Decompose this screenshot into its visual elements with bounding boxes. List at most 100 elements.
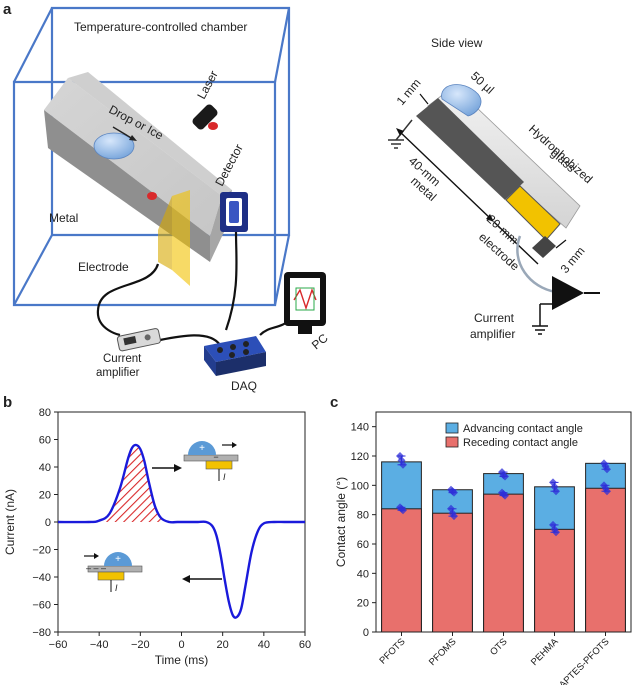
data-point: [399, 506, 407, 515]
bar-receding: [483, 493, 524, 633]
substrate: [183, 454, 239, 462]
y-tick-label: 80: [39, 407, 51, 419]
legend-advancing: Advancing contact angle: [463, 423, 583, 435]
y-tick-label: 40: [357, 568, 369, 580]
data-point: [552, 528, 560, 537]
y-tick-label: −80: [32, 627, 51, 639]
bar-receding: [585, 487, 626, 633]
data-point: [501, 491, 509, 500]
link-arrowhead-bottom: [182, 575, 190, 583]
x-tick-label: PFOTS: [377, 636, 407, 666]
panel-c-ylabel: Contact angle (°): [334, 477, 348, 567]
y-tick-label: 60: [39, 435, 51, 447]
x-tick-label: −60: [49, 639, 68, 651]
drop: [93, 132, 135, 160]
charge-sign: −: [213, 452, 218, 462]
y-tick-label: 140: [351, 422, 369, 434]
x-tick-label: −40: [90, 639, 109, 651]
current-line: [57, 443, 305, 619]
panel-b-label: b: [3, 394, 12, 411]
chamber-title: Temperature-controlled chamber: [74, 20, 247, 34]
wires: [96, 231, 293, 346]
data-point: [450, 512, 458, 521]
charge-sign: – – –: [86, 563, 106, 573]
pc-icon: [284, 272, 326, 334]
plus-sign: +: [199, 443, 205, 454]
data-point: [552, 487, 560, 496]
panel-c-legend: Advancing contact angle Receding contact…: [445, 422, 583, 449]
x-tick-label: APTES-PFOTS: [557, 636, 611, 685]
y-tick-label: 0: [363, 627, 369, 639]
panel-a: a Temperature-controlled chamber Drop or…: [3, 1, 600, 393]
three-mm-label: 3 mm: [558, 244, 588, 276]
y-tick-label: 20: [39, 490, 51, 502]
y-tick-label: 20: [357, 598, 369, 610]
drop-shape: [104, 552, 132, 566]
arrowhead: [94, 553, 99, 559]
pc-label: PC: [309, 331, 331, 353]
legend-receding: Receding contact angle: [463, 437, 578, 449]
electrode-block: [205, 460, 233, 470]
current-amplifier-icon: [116, 328, 161, 352]
chamber-box: [12, 6, 291, 307]
one-mm-label: 1 mm: [394, 76, 424, 108]
side-view-diagram: [388, 84, 600, 335]
detector-icon: [220, 192, 248, 232]
positive-peak-fill: [99, 445, 161, 522]
plus-sign: +: [115, 554, 121, 565]
panel-a-label: a: [3, 1, 12, 18]
amplifier-label-2: amplifier: [96, 367, 140, 379]
electrode-block: [97, 571, 125, 581]
y-tick-label: 100: [351, 480, 369, 492]
data-point: [603, 487, 611, 496]
bar-receding: [381, 508, 422, 633]
y-tick-label: −20: [32, 545, 51, 557]
y-tick-label: −40: [32, 572, 51, 584]
y-tick-label: 0: [45, 517, 51, 529]
current-symbol: I: [223, 472, 226, 482]
laser-icon: [192, 104, 218, 130]
electrode-strip: [172, 190, 190, 286]
daq-label: DAQ: [231, 379, 257, 393]
y-tick-label: 40: [39, 462, 51, 474]
laser-label: Laser: [194, 68, 220, 101]
x-tick-label: OTS: [488, 636, 510, 658]
y-tick-label: 60: [357, 539, 369, 551]
current-symbol: I: [115, 583, 118, 593]
x-tick-label: 40: [258, 639, 270, 651]
bar-receding: [432, 512, 473, 633]
daq-icon: [204, 336, 266, 376]
detector-label: Detector: [212, 142, 246, 189]
y-tick-label: 120: [351, 451, 369, 463]
drop-shape: [188, 441, 216, 455]
link-arrowhead-top: [174, 464, 182, 472]
x-tick-label: 20: [217, 639, 229, 651]
panel-c-label: c: [330, 394, 338, 411]
side-amplifier-label-1: Current: [474, 311, 515, 325]
x-tick-label: −20: [131, 639, 150, 651]
arrowhead: [232, 442, 237, 448]
bar-receding: [534, 528, 575, 633]
data-point: [399, 460, 407, 469]
y-tick-label: −60: [32, 600, 51, 612]
electrode-label: Electrode: [78, 260, 129, 274]
metal-label: Metal: [49, 211, 78, 225]
side-view-title: Side view: [431, 36, 483, 50]
panel-b-ylabel: Current (nA): [3, 489, 17, 555]
legend-swatch-receding: [445, 436, 459, 448]
laser-spot: [147, 192, 157, 200]
x-tick-label: 0: [178, 639, 184, 651]
panel-b-xlabel: Time (ms): [155, 653, 209, 667]
x-tick-label: PFOMS: [427, 636, 459, 668]
data-point: [501, 472, 509, 481]
data-point: [603, 465, 611, 474]
x-tick-label: 60: [299, 639, 311, 651]
data-point: [450, 488, 458, 497]
drop-schematic: + – – – I: [84, 552, 143, 593]
amplifier-label-1: Current: [103, 353, 142, 365]
legend-swatch-advancing: [445, 422, 459, 434]
drop-schematic: +−I: [183, 441, 239, 482]
